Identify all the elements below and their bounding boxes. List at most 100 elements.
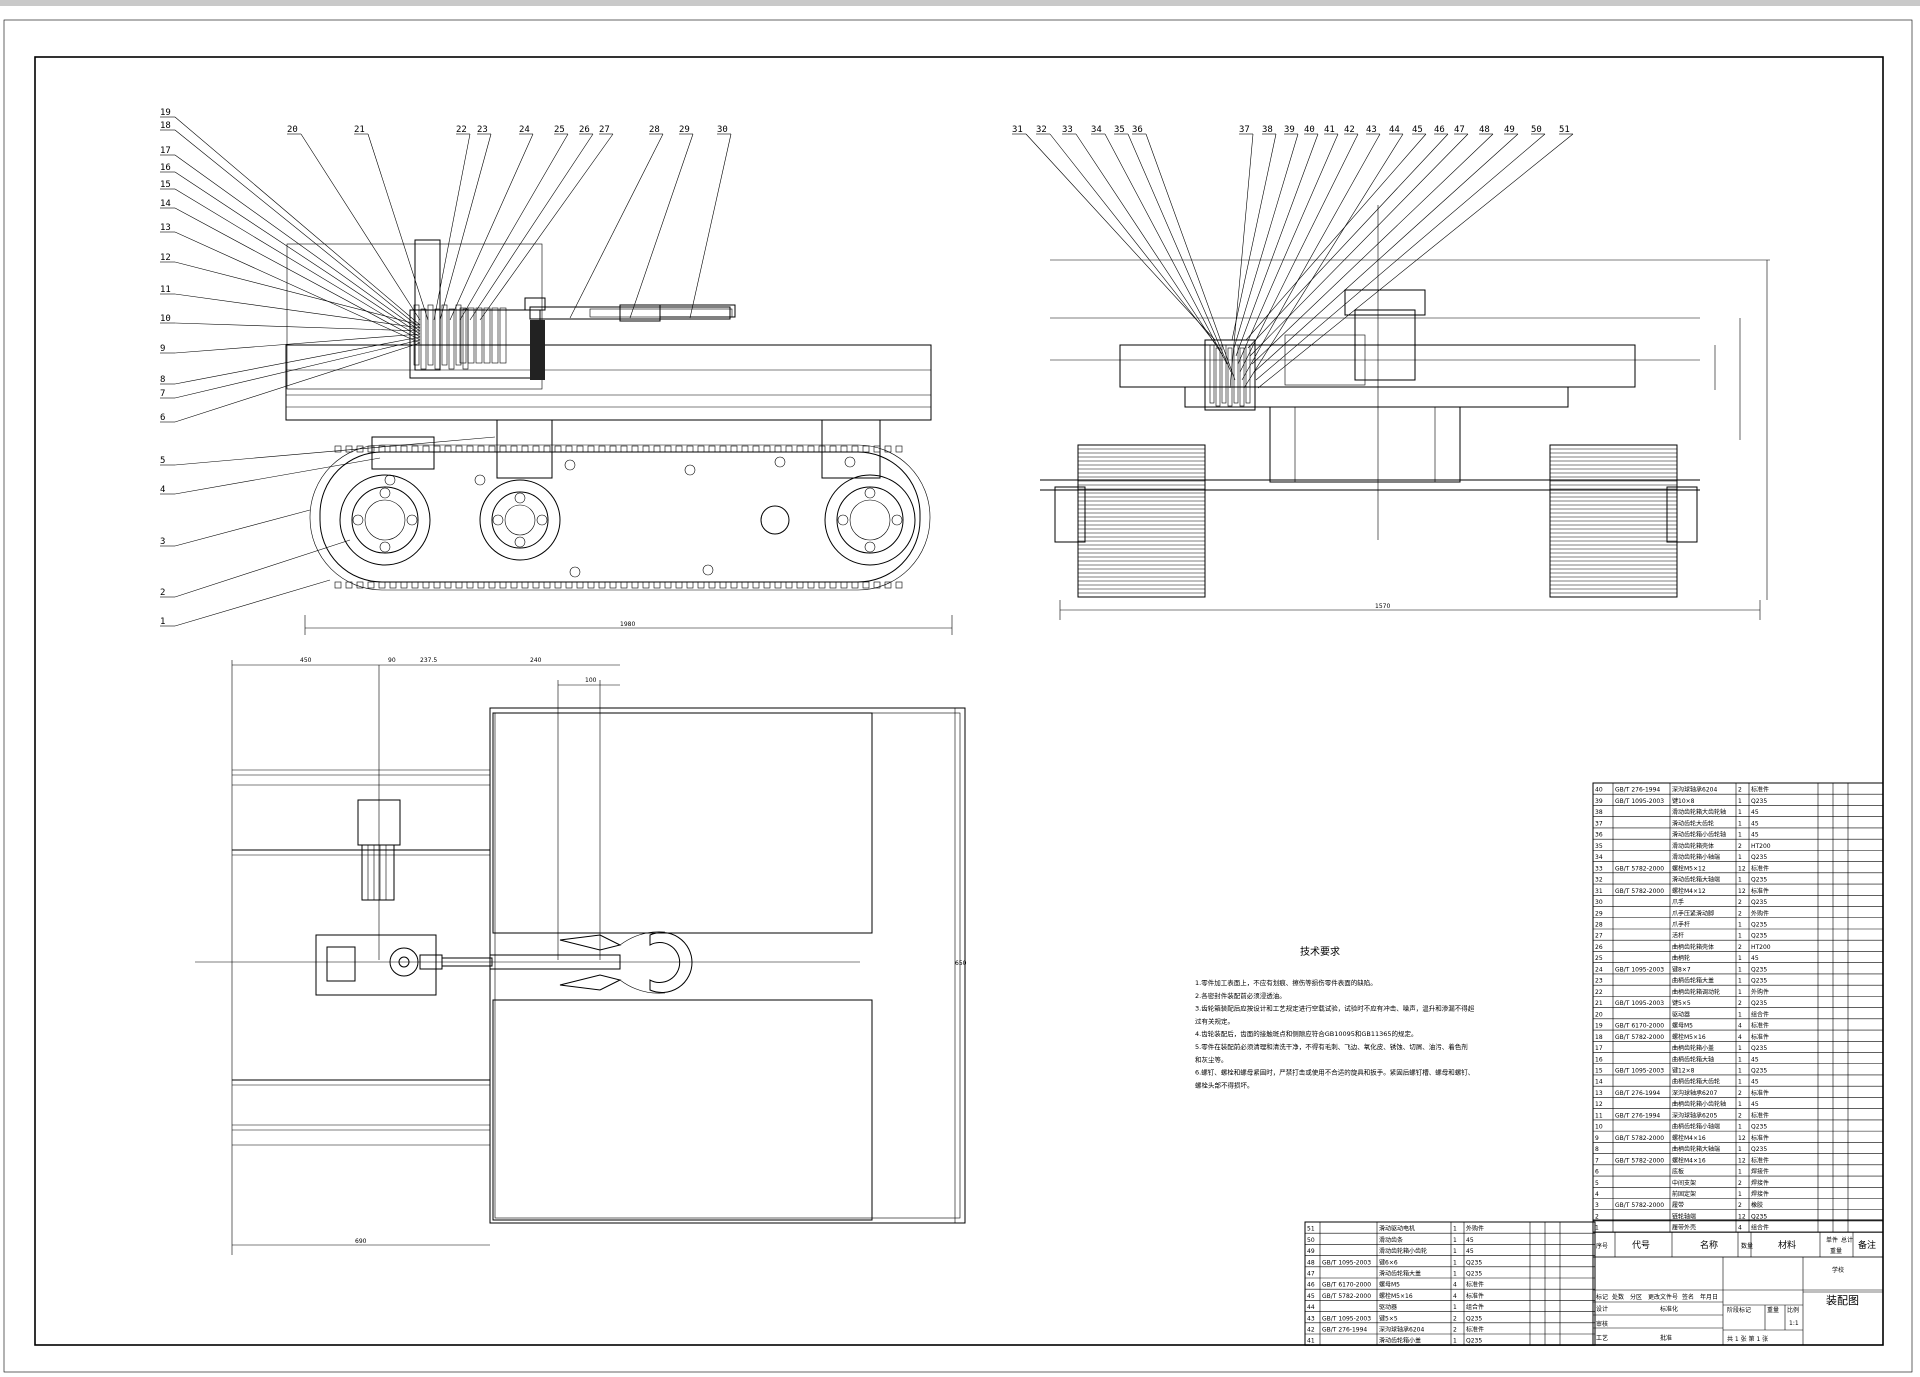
bom-cell: 1	[1738, 1146, 1742, 1153]
bom-cell: 标准件	[1466, 1326, 1484, 1334]
rev-docno: 更改文件号	[1648, 1293, 1678, 1301]
bom-cell: 键12×8	[1672, 1066, 1695, 1074]
part-leader-label: 10	[160, 314, 171, 324]
plan-dim-height: 650	[955, 960, 967, 967]
bom-cell: Q235	[1751, 978, 1767, 985]
part-leader-label: 43	[1366, 125, 1377, 135]
rev-mark: 标记	[1596, 1293, 1608, 1301]
bom-cell: 50	[1307, 1237, 1315, 1244]
bom-cell: 2	[1453, 1315, 1457, 1322]
bom-cell: 键5×5	[1379, 1314, 1398, 1322]
bom-cell: 1	[1453, 1338, 1457, 1345]
bom-cell: 活杆	[1672, 932, 1684, 940]
bom-cell: GB/T 5782-2000	[1322, 1293, 1371, 1300]
bom-cell: GB/T 1095-2003	[1322, 1259, 1371, 1266]
bom-cell: 深沟球轴承6204	[1379, 1326, 1424, 1334]
bom-cell: Q235	[1751, 966, 1767, 973]
bom-cell: 1	[1453, 1248, 1457, 1255]
part-leader-label: 34	[1091, 125, 1102, 135]
bom-cell: 履带外壳	[1672, 1224, 1696, 1232]
bom-cell: Q235	[1751, 877, 1767, 884]
bom-cell: 滑动齿轮箱壳体	[1672, 842, 1714, 850]
part-leader-label: 13	[160, 223, 171, 233]
bom-cell: 1	[1738, 1191, 1742, 1198]
tech-req-line: 6.螺钉、螺栓和螺母紧固时，严禁打击或使用不合适的旋具和扳手。紧固后螺钉槽、螺母…	[1195, 1068, 1474, 1077]
bom-cell: GB/T 6170-2000	[1615, 1023, 1664, 1030]
bom-cell: 1	[1738, 955, 1742, 962]
bom-cell: 1	[1738, 921, 1742, 928]
bom-cell: 4	[1738, 1023, 1742, 1030]
bom-cell: 12	[1738, 865, 1746, 872]
bom-cell: 1	[1738, 1124, 1742, 1131]
bom-cell: GB/T 5782-2000	[1615, 1034, 1664, 1041]
bom-cell: 1	[1595, 1225, 1599, 1232]
bom-cell: 4	[1453, 1282, 1457, 1289]
bom-cell: 螺栓M4×16	[1672, 1156, 1706, 1164]
part-leader-label: 38	[1262, 125, 1273, 135]
bom-cell: 13	[1595, 1090, 1603, 1097]
bom-cell: 橡胶	[1751, 1201, 1763, 1209]
bom-cell: 7	[1595, 1157, 1599, 1164]
bom-cell: 4	[1738, 1225, 1742, 1232]
tech-req-line: 5.零件在装配前必须清理和清洗干净，不得有毛刺、飞边、氧化皮、锈蚀、切屑、油污、…	[1195, 1042, 1468, 1051]
bom-cell: GB/T 5782-2000	[1615, 1157, 1664, 1164]
part-leader-label: 14	[160, 199, 171, 209]
bom-cell: 45	[1751, 955, 1759, 962]
tech-req-line: 和灰尘等。	[1195, 1055, 1228, 1064]
bom-cell: 8	[1595, 1146, 1599, 1153]
bom-cell: 滑动齿轮箱小轴端	[1672, 853, 1720, 861]
part-leader-label: 18	[160, 121, 171, 131]
bom-cell: 标准件	[1751, 887, 1769, 895]
bom-cell: 45	[1307, 1293, 1315, 1300]
part-leader-label: 37	[1239, 125, 1250, 135]
part-leader-label: 17	[160, 146, 171, 156]
tech-req-line: 1.零件加工表面上，不应有划痕、擦伤等损伤零件表面的缺陷。	[1195, 978, 1377, 987]
part-leader-label: 46	[1434, 125, 1445, 135]
bom-cell: 24	[1595, 966, 1603, 973]
col-single: 单件	[1826, 1236, 1838, 1244]
plan-dim-bottom: 690	[355, 1238, 367, 1245]
part-leader-label: 42	[1344, 125, 1355, 135]
bom-cell: 滑动齿条	[1379, 1236, 1403, 1244]
bom-cell: 曲柄齿轮箱小齿轮轴	[1672, 1100, 1726, 1108]
part-leader-label: 1	[160, 617, 165, 627]
bom-cell: 爪手压紧滑动脚	[1672, 909, 1714, 917]
bom-cell: 48	[1307, 1259, 1315, 1266]
part-leader-label: 41	[1324, 125, 1335, 135]
bom-cell: 30	[1595, 899, 1603, 906]
tech-req-line: 螺栓头部不得损坏。	[1195, 1080, 1254, 1089]
bom-cell: 23	[1595, 978, 1603, 985]
bom-cell: 1	[1738, 820, 1742, 827]
bom-cell: 2	[1738, 1202, 1742, 1209]
bom-cell: 标准件	[1466, 1292, 1484, 1300]
bom-cell: 滑动齿轮大齿轮	[1672, 819, 1714, 827]
part-leader-label: 21	[354, 125, 365, 135]
bom-cell: HT200	[1751, 944, 1771, 951]
part-leader-label: 23	[477, 125, 488, 135]
bom-cell: 1	[1738, 798, 1742, 805]
bom-cell: Q235	[1751, 1124, 1767, 1131]
bom-cell: 1	[1738, 1079, 1742, 1086]
bom-cell: 1	[1738, 1169, 1742, 1176]
bom-cell: 螺栓M5×16	[1379, 1292, 1413, 1300]
bom-cell: 29	[1595, 910, 1603, 917]
bom-cell: 36	[1595, 832, 1603, 839]
bom-cell: 2	[1738, 1000, 1742, 1007]
part-leader-label: 19	[160, 108, 171, 118]
sheet-count: 共 1 张 第 1 张	[1727, 1335, 1768, 1343]
bom-cell: 4	[1453, 1293, 1457, 1300]
part-leader-label: 5	[160, 456, 165, 466]
bom-cell: Q235	[1466, 1315, 1482, 1322]
bom-cell: 43	[1307, 1315, 1315, 1322]
col-name: 名称	[1700, 1239, 1718, 1251]
bom-cell: 2	[1738, 1090, 1742, 1097]
bom-cell: 标准件	[1751, 786, 1769, 794]
bom-cell: 44	[1307, 1304, 1315, 1311]
bom-cell: Q235	[1466, 1338, 1482, 1345]
bom-cell: 31	[1595, 888, 1603, 895]
bom-cell: 18	[1595, 1034, 1603, 1041]
bom-cell: 17	[1595, 1045, 1603, 1052]
process-label: 工艺	[1596, 1334, 1608, 1342]
bom-cell: Q235	[1466, 1271, 1482, 1278]
